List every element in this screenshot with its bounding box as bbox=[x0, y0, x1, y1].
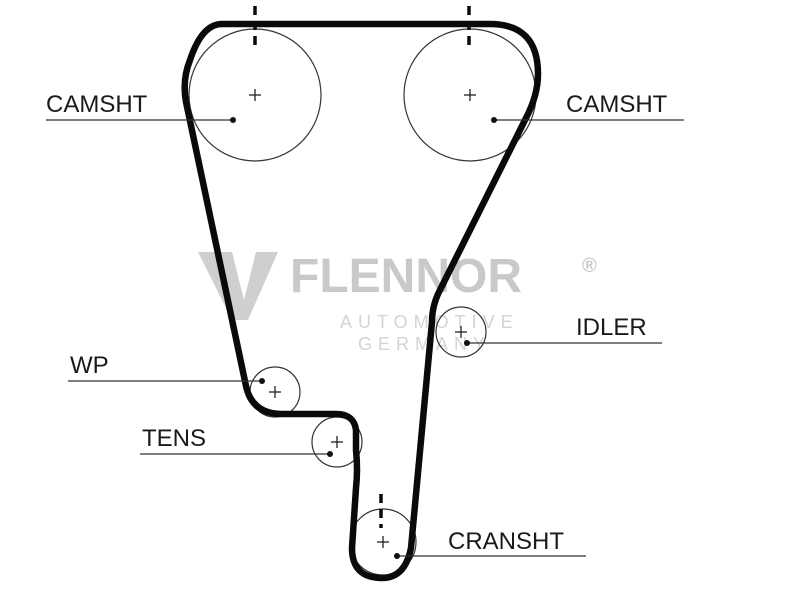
timing-belt bbox=[181, 20, 542, 582]
crankshaft-label: CRANSHT bbox=[448, 528, 564, 555]
camshaft-right-center-mark bbox=[464, 89, 476, 101]
camshaft-right-label: CAMSHT bbox=[566, 91, 668, 118]
watermark-logo: FLENNOR ® AUTOMOTIVE GERMANY bbox=[198, 250, 597, 354]
water-pump-label: WP bbox=[70, 352, 109, 379]
camshaft-left-label: CAMSHT bbox=[46, 91, 148, 118]
crankshaft-center-mark bbox=[377, 536, 389, 548]
camshaft-left-leader bbox=[46, 117, 236, 123]
watermark-emblem-icon bbox=[198, 252, 278, 320]
watermark-registered: ® bbox=[582, 255, 597, 277]
idler-pulley bbox=[435, 306, 487, 358]
idler-label: IDLER bbox=[576, 314, 647, 341]
idler-leader bbox=[464, 340, 662, 346]
water-pump-leader bbox=[68, 378, 265, 384]
idler-center-mark bbox=[455, 326, 467, 338]
tensioner-leader bbox=[140, 451, 333, 457]
camshaft-right-leader bbox=[491, 117, 684, 123]
tensioner-center-mark bbox=[331, 436, 343, 448]
camshaft-left-center-mark bbox=[249, 89, 261, 101]
watermark-line1: AUTOMOTIVE bbox=[340, 312, 519, 332]
water-pump-center-mark bbox=[269, 386, 281, 398]
tensioner-label: TENS bbox=[142, 425, 206, 452]
watermark-brand: FLENNOR bbox=[290, 250, 522, 303]
watermark-line2: GERMANY bbox=[358, 334, 491, 354]
crankshaft-leader bbox=[394, 553, 586, 559]
